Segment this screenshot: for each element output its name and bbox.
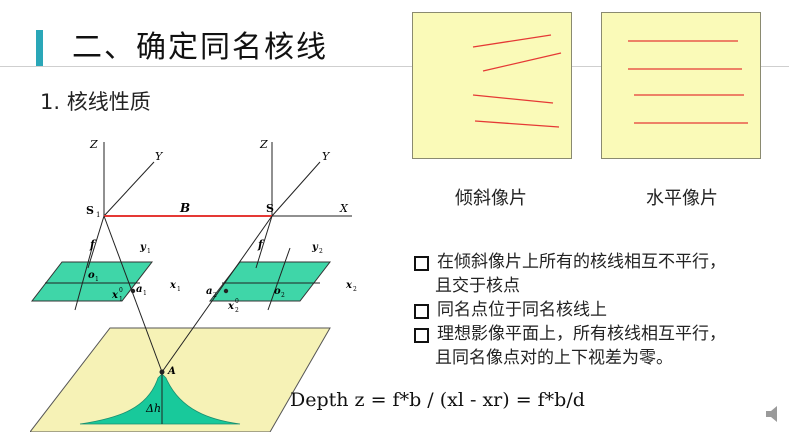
horizontal-photo-label: 水平像片	[646, 188, 718, 209]
tilted-photo-label: 倾斜像片	[455, 188, 527, 209]
svg-text:f: f	[257, 238, 265, 251]
svg-text:1: 1	[147, 248, 151, 255]
svg-text:Z: Z	[259, 138, 268, 151]
list-item: 同名点位于同名核线上	[414, 298, 784, 322]
svg-text:S: S	[266, 202, 274, 215]
svg-text:f: f	[89, 238, 97, 251]
svg-text:a: a	[206, 286, 212, 297]
checkbox-square-icon	[414, 304, 429, 319]
list-item: 在倾斜像片上所有的核线相互不平行， 且交于核点	[414, 250, 784, 298]
svg-text:1: 1	[177, 286, 181, 293]
title-accent-bar	[36, 30, 43, 66]
svg-text:0: 0	[235, 298, 239, 305]
list-item: 理想影像平面上，所有核线相互平行， 且同名像点对的上下视差为零。	[414, 322, 784, 370]
depth-formula: Depth z = f*b / (xl - xr) = f*b/d	[290, 389, 585, 411]
checkbox-square-icon	[414, 256, 429, 271]
slide-title: 二、确定同名核线	[72, 30, 328, 65]
svg-text:o: o	[88, 270, 95, 281]
svg-text:B: B	[179, 201, 190, 215]
svg-text:2: 2	[353, 286, 357, 293]
image-plane-right	[208, 261, 332, 302]
stereo-geometry-diagram: Z Y Z Y X S 1 S B f f y 1 y 2 o 1 a 1 x …	[30, 138, 357, 432]
svg-text:1: 1	[143, 290, 147, 297]
svg-text:Δh: Δh	[145, 402, 161, 415]
svg-text:y: y	[311, 242, 319, 253]
speaker-icon[interactable]	[764, 404, 784, 424]
tilted-photo	[412, 12, 572, 159]
svg-text:y: y	[139, 242, 147, 253]
horizontal-epipolar-lines	[628, 40, 748, 124]
section-subtitle: 1. 核线性质	[40, 90, 151, 114]
svg-text:Z: Z	[89, 138, 98, 151]
svg-text:2: 2	[281, 292, 285, 299]
svg-text:2: 2	[213, 292, 217, 299]
svg-text:1: 1	[96, 211, 100, 219]
svg-text:Y: Y	[322, 150, 331, 163]
svg-text:x: x	[345, 280, 353, 291]
svg-text:X: X	[339, 202, 349, 215]
tilted-epipolar-lines	[472, 34, 562, 128]
svg-text:2: 2	[235, 307, 239, 314]
svg-text:x: x	[111, 290, 119, 301]
image-plane-left	[30, 261, 154, 302]
svg-text:o: o	[274, 286, 281, 297]
horizontal-photo	[601, 12, 761, 159]
svg-text:1: 1	[119, 296, 123, 303]
svg-text:1: 1	[95, 276, 99, 283]
svg-text:S: S	[86, 204, 94, 217]
svg-text:x: x	[227, 301, 235, 312]
title-bar: 二、确定同名核线	[0, 8, 789, 67]
svg-text:Y: Y	[155, 150, 164, 163]
checkbox-square-icon	[414, 328, 429, 343]
svg-text:2: 2	[319, 248, 323, 255]
ground-plane	[30, 327, 331, 432]
svg-text:A: A	[167, 366, 176, 377]
svg-text:a: a	[136, 284, 142, 295]
property-list: 在倾斜像片上所有的核线相互不平行， 且交于核点 同名点位于同名核线上 理想影像平…	[414, 250, 784, 370]
svg-text:x: x	[169, 280, 177, 291]
svg-text:0: 0	[119, 287, 123, 294]
